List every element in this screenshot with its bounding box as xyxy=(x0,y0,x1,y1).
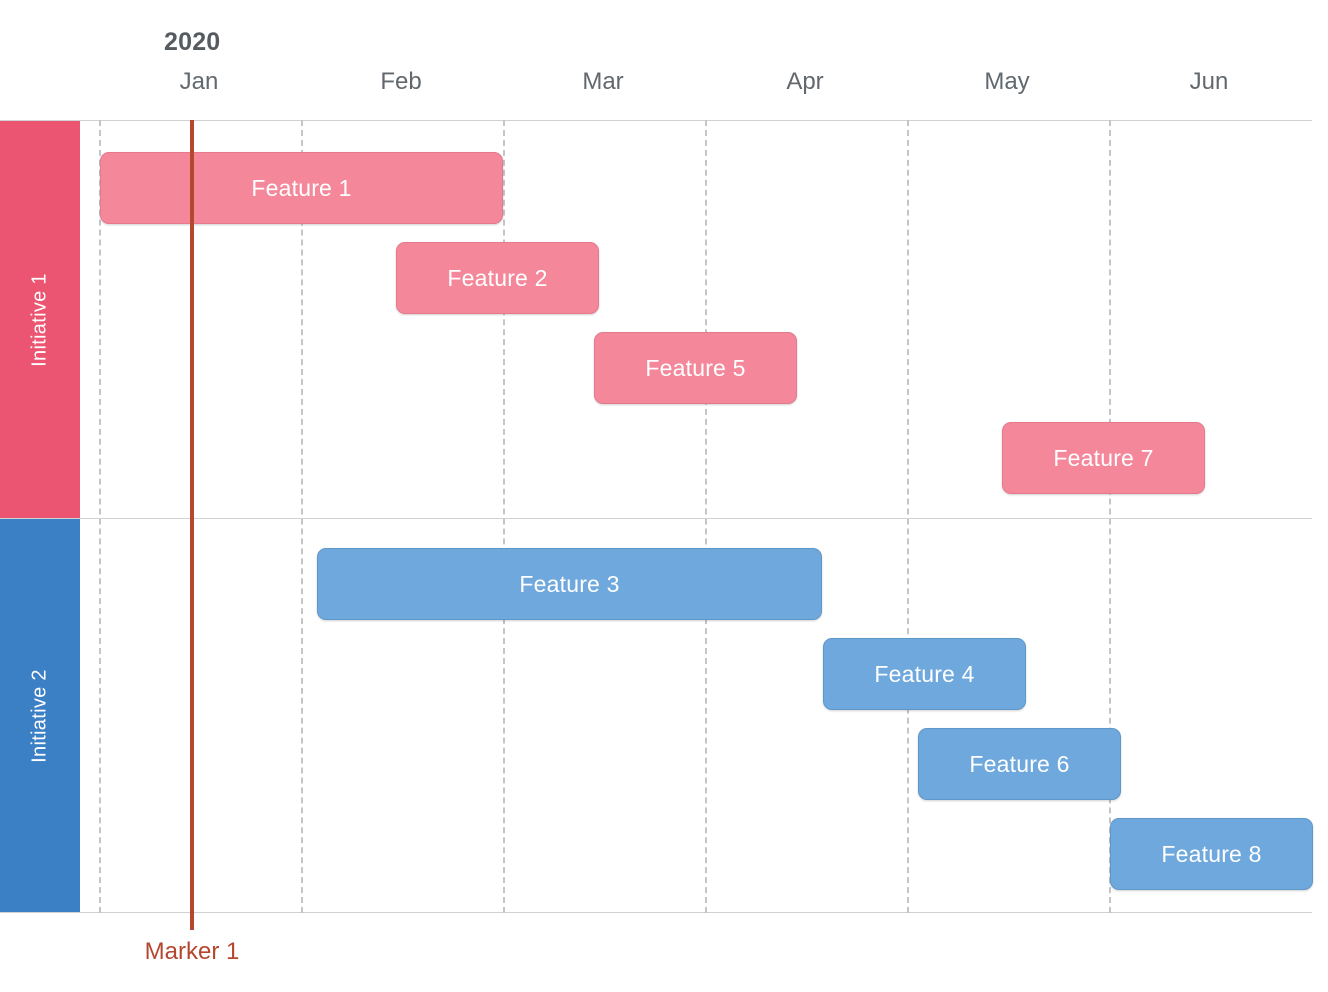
chart-header: 2020 Jan Feb Mar Apr May Jun xyxy=(0,0,1328,120)
row-label-initiative-1[interactable]: Initiative 1 xyxy=(0,121,80,518)
gridline-5 xyxy=(1109,120,1111,913)
task-bar-feature-3[interactable]: Feature 3 xyxy=(317,548,822,620)
gridline-2 xyxy=(503,120,505,913)
task-bar-feature-7[interactable]: Feature 7 xyxy=(1002,422,1205,494)
swimlane-divider xyxy=(0,518,1312,519)
row-label-initiative-2-text: Initiative 2 xyxy=(28,668,51,763)
month-tick-jan: Jan xyxy=(179,68,219,95)
gridline-0 xyxy=(99,120,101,913)
task-bar-feature-3-label: Feature 3 xyxy=(519,570,620,597)
task-bar-feature-2[interactable]: Feature 2 xyxy=(396,242,599,314)
task-bar-feature-6-label: Feature 6 xyxy=(969,750,1070,777)
task-bar-feature-4-label: Feature 4 xyxy=(874,660,975,687)
gridline-1 xyxy=(301,120,303,913)
marker-line-marker-1[interactable] xyxy=(190,120,194,930)
gridline-4 xyxy=(907,120,909,913)
task-bar-feature-7-label: Feature 7 xyxy=(1053,444,1154,471)
month-tick-feb: Feb xyxy=(380,68,422,95)
year-label: 2020 xyxy=(164,28,221,56)
task-bar-feature-8[interactable]: Feature 8 xyxy=(1110,818,1313,890)
gridline-3 xyxy=(705,120,707,913)
task-bar-feature-1[interactable]: Feature 1 xyxy=(100,152,503,224)
month-tick-jun: Jun xyxy=(1189,68,1229,95)
task-bar-feature-5[interactable]: Feature 5 xyxy=(594,332,797,404)
task-bar-feature-6[interactable]: Feature 6 xyxy=(918,728,1121,800)
task-bar-feature-8-label: Feature 8 xyxy=(1161,840,1262,867)
task-bar-feature-5-label: Feature 5 xyxy=(645,354,746,381)
month-tick-apr: Apr xyxy=(786,68,824,95)
row-label-initiative-1-text: Initiative 1 xyxy=(28,272,51,367)
month-tick-may: May xyxy=(984,68,1030,95)
task-bar-feature-2-label: Feature 2 xyxy=(447,264,548,291)
month-tick-mar: Mar xyxy=(582,68,624,95)
marker-label-marker-1[interactable]: Marker 1 xyxy=(144,938,240,965)
task-bar-feature-1-label: Feature 1 xyxy=(251,174,352,201)
task-bar-feature-4[interactable]: Feature 4 xyxy=(823,638,1026,710)
row-label-initiative-2[interactable]: Initiative 2 xyxy=(0,519,80,912)
